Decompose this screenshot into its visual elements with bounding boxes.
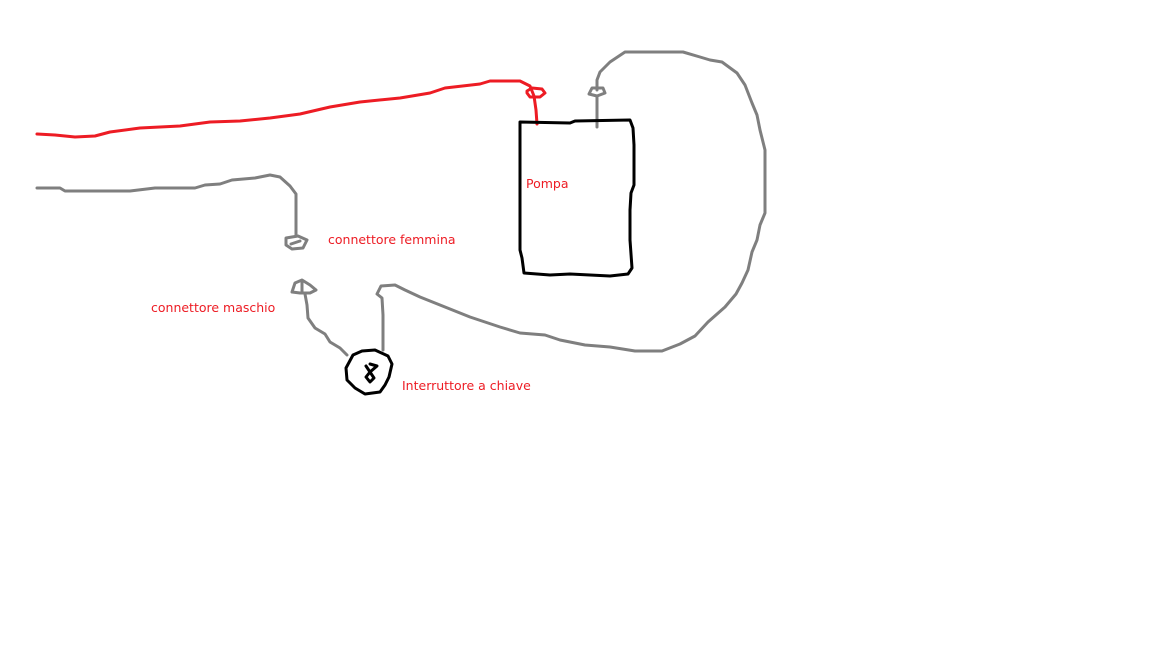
male-connector	[290, 278, 318, 295]
wire-switch-to-pump	[375, 50, 767, 353]
key-icon	[364, 362, 379, 384]
pump-box	[518, 118, 636, 278]
pump-positive-terminal	[525, 86, 547, 99]
female-connector-label: connettore femmina	[328, 232, 456, 247]
positive-wire	[35, 79, 539, 139]
wire-male-to-switch	[303, 292, 349, 357]
pump-label: Pompa	[526, 176, 569, 191]
key-switch	[344, 348, 394, 396]
ground-wire-to-female-connector	[35, 173, 298, 238]
female-connector	[284, 234, 309, 251]
key-switch-label: Interruttore a chiave	[402, 378, 531, 393]
male-connector-label: connettore maschio	[151, 300, 276, 315]
